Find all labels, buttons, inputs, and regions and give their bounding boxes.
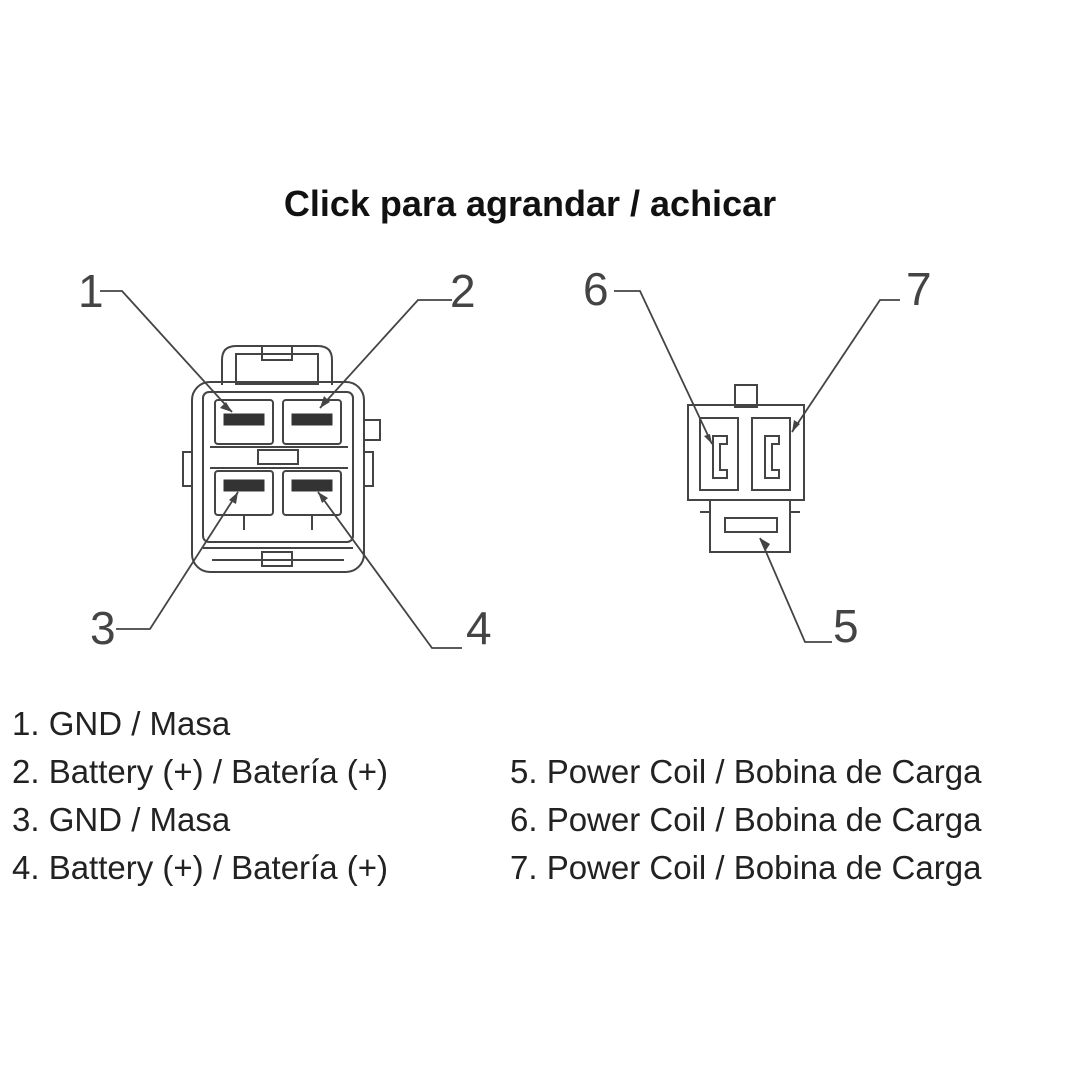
legend-item-2: 2. Battery (+) / Batería (+) xyxy=(12,753,388,790)
pin-label-2: 2 xyxy=(450,265,476,317)
legend-item-6: 6. Power Coil / Bobina de Carga xyxy=(510,801,982,838)
pin-label-6: 6 xyxy=(583,263,609,315)
leader-line-2 xyxy=(319,299,452,409)
pin-label-7: 7 xyxy=(906,263,932,315)
four-pin-terminals xyxy=(223,413,333,492)
terminal-pin-4 xyxy=(291,479,333,492)
pin-label-4: 4 xyxy=(466,602,492,654)
terminal-pin-2 xyxy=(291,413,333,426)
leader-line-7 xyxy=(791,299,900,433)
terminal-pin-3 xyxy=(223,479,265,492)
legend-item-7: 7. Power Coil / Bobina de Carga xyxy=(510,849,982,886)
leader-line-6 xyxy=(614,290,713,445)
pin-legend-right: 5. Power Coil / Bobina de Carga 6. Power… xyxy=(510,748,981,892)
pin-label-5: 5 xyxy=(833,600,859,652)
three-pin-connector xyxy=(687,384,805,553)
zoom-toggle-link[interactable]: Click para agrandar / achicar xyxy=(283,183,777,224)
terminal-pin-1 xyxy=(223,413,265,426)
leader-line-5 xyxy=(759,537,832,643)
pin-label-3: 3 xyxy=(90,602,116,654)
pin-legend-left: 1. GND / Masa 2. Battery (+) / Batería (… xyxy=(12,700,388,892)
leader-line-1 xyxy=(100,290,233,413)
leader-line-3 xyxy=(116,491,239,630)
pin-label-1: 1 xyxy=(78,265,104,317)
legend-item-3: 3. GND / Masa xyxy=(12,801,231,838)
legend-item-5: 5. Power Coil / Bobina de Carga xyxy=(510,753,982,790)
leader-line-4 xyxy=(317,491,462,649)
legend-item-1: 1. GND / Masa xyxy=(12,705,231,742)
legend-item-4: 4. Battery (+) / Batería (+) xyxy=(12,849,388,886)
four-pin-connector xyxy=(182,345,381,573)
